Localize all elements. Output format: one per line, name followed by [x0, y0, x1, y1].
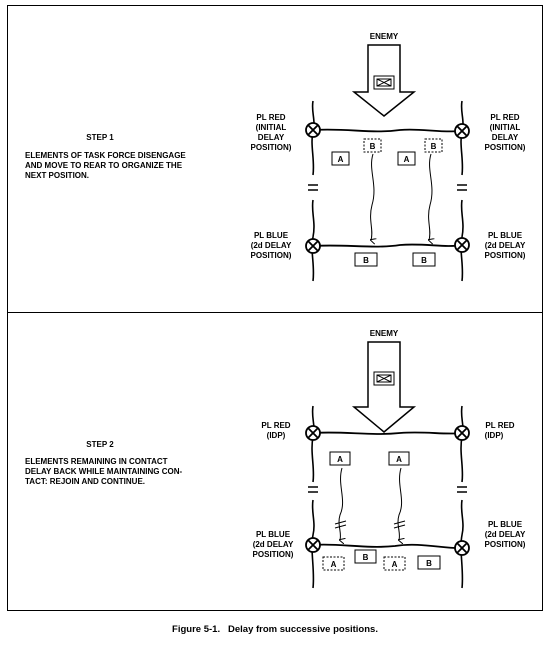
step1-movement-arrow	[371, 153, 374, 240]
step1-unit-b-dashed-box	[424, 138, 443, 153]
step2-unit-b-box	[354, 549, 377, 564]
step2-diagram: ENEMY	[253, 329, 526, 589]
step2-right-boundary-break	[457, 486, 467, 493]
step1-pl-red-right-label: PL RED	[490, 113, 519, 122]
step2-unit-a-label: A	[392, 560, 398, 569]
figure-frame	[7, 5, 543, 611]
step1-text: ELEMENTS OF TASK FORCE DISENGAGE AND MOV…	[25, 151, 225, 181]
step1-pl-red-right-label: POSITION)	[485, 143, 526, 152]
step1-pl-red-left-label: (INITIAL	[256, 123, 287, 132]
step2-delay-arrow	[339, 467, 343, 540]
step2-text: ELEMENTS REMAINING IN CONTACT DELAY BACK…	[25, 457, 225, 487]
step2-unit-a-box	[329, 451, 351, 466]
step2-unit-a-dashed-box	[322, 556, 345, 571]
step2-checkpoint-blue-right	[454, 540, 470, 556]
step2-pl-blue-right-label: (2d DELAY	[485, 530, 526, 539]
step1-pl-blue-line	[312, 243, 463, 248]
step2-pl-red-line	[312, 431, 463, 435]
step1-text-line: NEXT POSITION.	[25, 171, 90, 180]
step1-pl-blue-left-label: POSITION)	[251, 251, 292, 260]
step2-enemy-unit-icon	[373, 371, 395, 386]
step1-pl-blue-right-label: (2d DELAY	[485, 241, 526, 250]
step1-pl-red-left-label: PL RED	[256, 113, 285, 122]
step1-enemy-unit-icon	[373, 75, 395, 90]
step1-unit-b-dashed-box	[363, 138, 382, 153]
step2-text-line: ELEMENTS REMAINING IN CONTACT	[25, 457, 168, 466]
step1-unit-b-label: B	[421, 256, 427, 265]
step1-pl-blue-right-label: PL BLUE	[488, 231, 523, 240]
figure-caption: Figure 5-1. Delay from successive positi…	[172, 624, 378, 635]
step2-pl-blue-left-label: PL BLUE	[256, 530, 291, 539]
step2-pl-blue-right-label: POSITION)	[485, 540, 526, 549]
step2-pl-red-right-label: PL RED	[485, 421, 514, 430]
step1-movement-arrow	[429, 153, 432, 240]
step1-pl-red-line	[312, 128, 463, 133]
step1-right-boundary-break	[457, 184, 467, 191]
step2-pl-blue-line	[312, 543, 463, 549]
step1-pl-red-left-label: DELAY	[258, 133, 285, 142]
step2-text-line: TACT: REJOIN AND CONTINUE.	[25, 477, 145, 486]
step2-unit-a-label: A	[396, 455, 402, 464]
step1-text-line: AND MOVE TO REAR TO ORGANIZE THE	[25, 161, 183, 170]
step2-contact-tick	[334, 520, 347, 529]
step1-pl-blue-left-label: PL BLUE	[254, 231, 289, 240]
step1-unit-a-label: A	[338, 155, 344, 164]
step-divider	[8, 312, 542, 313]
step1-text-line: ELEMENTS OF TASK FORCE DISENGAGE	[25, 151, 186, 160]
step2-checkpoint-blue-left	[305, 537, 321, 553]
step2-pl-blue-right-label: PL BLUE	[488, 520, 523, 529]
step2-unit-b-label: B	[426, 559, 432, 568]
step2-pl-blue-left-label: (2d DELAY	[253, 540, 294, 549]
step2-unit-b-box	[417, 555, 441, 570]
step2-unit-b-label: B	[363, 553, 369, 562]
step2-enemy-arrow	[351, 341, 417, 433]
step1-enemy-label: ENEMY	[370, 32, 399, 41]
step2-enemy-label: ENEMY	[370, 329, 399, 338]
step2-unit-a-label: A	[337, 455, 343, 464]
step2-text-line: DELAY BACK WHILE MAINTAINING CON-	[25, 467, 183, 476]
step2-checkpoint-red-left	[305, 425, 321, 441]
step1-checkpoint-blue-left	[305, 238, 321, 254]
step1-unit-b-label: B	[370, 142, 376, 151]
step2-pl-red-right-label: (IDP)	[485, 431, 504, 440]
step1-unit-a-label: A	[404, 155, 410, 164]
step1-checkpoint-blue-right	[454, 237, 470, 253]
step1-pl-blue-right-label: POSITION)	[485, 251, 526, 260]
step1-title: STEP 1	[86, 133, 114, 142]
step2-checkpoint-red-right	[454, 425, 470, 441]
step2-unit-a-box	[388, 451, 410, 466]
step1-diagram: ENEMY	[251, 32, 526, 282]
step1-unit-b-box	[354, 252, 378, 267]
step2-contact-tick	[393, 520, 406, 529]
step2-title: STEP 2	[86, 440, 114, 449]
step2-delay-arrow	[398, 467, 402, 540]
step1-unit-b-label: B	[431, 142, 437, 151]
step1-checkpoint-red-right	[454, 123, 470, 139]
step1-pl-red-left-label: POSITION)	[251, 143, 292, 152]
step2-pl-red-left-label: (IDP)	[267, 431, 286, 440]
step2-unit-a-label: A	[331, 560, 337, 569]
step1-checkpoint-red-left	[305, 122, 321, 138]
step1-pl-red-right-label: DELAY	[492, 133, 519, 142]
step2-unit-a-dashed-box	[383, 556, 406, 571]
step1-unit-a-box	[331, 151, 350, 166]
step1-unit-b-label: B	[363, 256, 369, 265]
step1-unit-b-box	[412, 252, 436, 267]
step1-pl-blue-left-label: (2d DELAY	[251, 241, 292, 250]
step1-left-boundary-break	[308, 184, 318, 191]
step1-pl-red-right-label: (INITIAL	[490, 123, 521, 132]
step1-unit-a-box	[397, 151, 416, 166]
step2-left-boundary-break	[308, 486, 318, 493]
step2-pl-blue-left-label: POSITION)	[253, 550, 294, 559]
step2-pl-red-left-label: PL RED	[261, 421, 290, 430]
